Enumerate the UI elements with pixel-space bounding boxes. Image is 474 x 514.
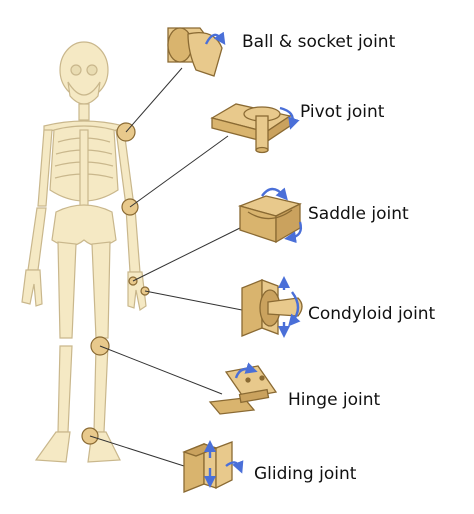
leader-hinge bbox=[99, 345, 223, 395]
pivot-joint-illustration bbox=[210, 103, 300, 154]
label-condyloid-joint: Condyloid joint bbox=[308, 304, 436, 324]
skeleton bbox=[21, 41, 147, 463]
femur-right bbox=[91, 241, 111, 339]
forearm-left bbox=[27, 207, 47, 271]
ball-socket-joint-illustration bbox=[167, 27, 226, 77]
jaw bbox=[67, 81, 101, 105]
humerus-left bbox=[37, 129, 53, 207]
eye-socket-right bbox=[86, 64, 98, 76]
leader-ball-socket bbox=[125, 67, 183, 133]
leader-gliding bbox=[89, 435, 185, 467]
leader-saddle bbox=[132, 227, 241, 282]
joint-markers bbox=[81, 122, 150, 445]
condyloid-joint-illustration bbox=[241, 276, 303, 338]
leader-lines bbox=[89, 67, 243, 467]
label-hinge-joint: Hinge joint bbox=[288, 390, 381, 410]
leader-condyloid bbox=[144, 290, 243, 311]
label-gliding-joint: Gliding joint bbox=[254, 464, 357, 484]
shin-right bbox=[93, 345, 109, 433]
label-saddle-joint: Saddle joint bbox=[308, 204, 409, 224]
label-pivot-joint: Pivot joint bbox=[300, 102, 385, 122]
foot-left bbox=[34, 431, 71, 463]
femur-left bbox=[57, 241, 77, 339]
hand-left bbox=[21, 269, 43, 307]
hinge-joint-illustration bbox=[208, 362, 278, 415]
label-ball-socket-joint: Ball & socket joint bbox=[242, 32, 396, 52]
skull bbox=[59, 41, 109, 99]
shin-left bbox=[57, 345, 73, 433]
pelvis bbox=[51, 204, 117, 247]
saddle-joint-illustration bbox=[237, 187, 303, 244]
neck bbox=[78, 103, 90, 121]
eye-socket-left bbox=[70, 64, 82, 76]
leader-pivot bbox=[129, 135, 229, 208]
gliding-joint-illustration bbox=[182, 440, 244, 493]
forearm-right bbox=[125, 207, 141, 273]
